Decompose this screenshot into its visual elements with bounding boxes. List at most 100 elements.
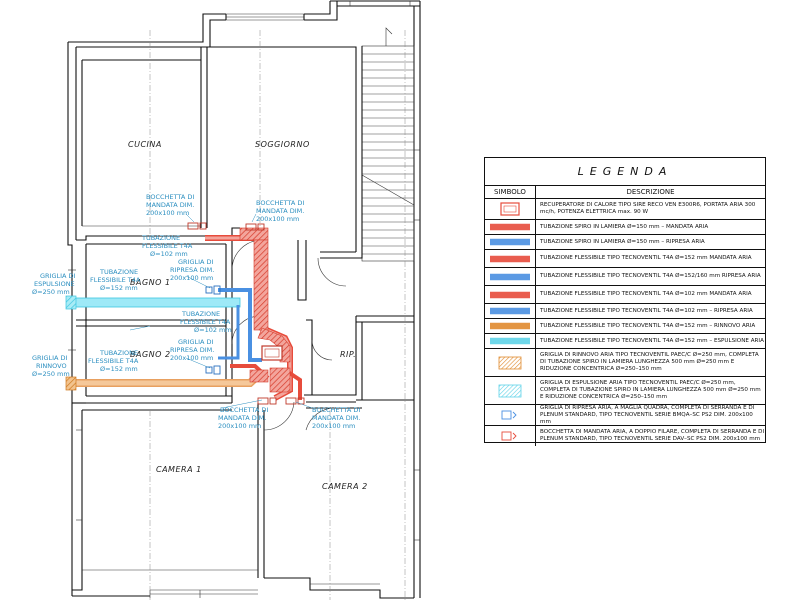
griglia-rinnovo-symbol [65, 376, 77, 391]
svg-text:BOCCHETTA DI: BOCCHETTA DI [312, 406, 360, 414]
legend-col-description: DESCRIZIONE [626, 188, 675, 196]
svg-text:GRIGLIA DI: GRIGLIA DI [178, 338, 214, 346]
legend-description: GRIGLIA DI RINNOVO ARIA TIPO TECNOVENTIL… [540, 352, 759, 372]
legend-description: TUBAZIONE FLESSIBILE TIPO TECNOVENTIL T4… [540, 255, 752, 261]
room-ripostiglio: RIP. [340, 350, 356, 359]
duct-icon [490, 255, 530, 262]
svg-text:Ø=152 mm: Ø=152 mm [100, 365, 138, 373]
legend-row: BOCCHETTA DI MANDATA ARIA, A DOPPIO FILA… [485, 426, 765, 446]
legend-row: GRIGLIA DI RINNOVO ARIA TIPO TECNOVENTIL… [485, 349, 765, 377]
svg-text:200x100 mm: 200x100 mm [312, 422, 355, 430]
legend-row: GRIGLIA DI ESPULSIONE ARIA TIPO TECNOVEN… [485, 377, 765, 405]
legend-col-symbol: SIMBOLO [485, 186, 536, 198]
room-bagno-2: BAGNO 2 [130, 350, 171, 359]
ducts [65, 213, 313, 409]
legend-symbol-cell [485, 426, 536, 446]
legend-header: SIMBOLO DESCRIZIONE [485, 186, 765, 199]
svg-text:MANDATA DIM.: MANDATA DIM. [256, 207, 304, 215]
legend-symbol-cell [485, 250, 536, 267]
duct-espulsione [69, 297, 241, 308]
svg-text:Ø=250 mm: Ø=250 mm [32, 370, 70, 378]
svg-text:200x100 mm: 200x100 mm [218, 422, 261, 430]
legend-symbol-cell [485, 304, 536, 318]
duct-icon [490, 291, 530, 298]
svg-text:TUBAZIONE: TUBAZIONE [141, 234, 180, 242]
duct-icon [490, 322, 530, 330]
legend-symbol-cell [485, 286, 536, 303]
legend-description: TUBAZIONE FLESSIBILE TIPO TECNOVENTIL T4… [540, 337, 764, 344]
svg-text:200x100 mm: 200x100 mm [256, 215, 299, 223]
legend: LEGENDA SIMBOLO DESCRIZIONE RECUPERATORE… [484, 157, 766, 446]
svg-text:ESPULSIONE: ESPULSIONE [34, 280, 75, 288]
svg-text:FLESSIBILE T4A: FLESSIBILE T4A [88, 357, 139, 365]
duct-ripresa [218, 288, 262, 362]
legend-symbol-cell [485, 319, 536, 333]
room-camera-2: CAMERA 2 [322, 482, 368, 491]
stair [361, 27, 415, 262]
svg-text:TUBAZIONE: TUBAZIONE [99, 268, 138, 276]
legend-symbol-cell [485, 405, 536, 425]
svg-text:MANDATA DIM.: MANDATA DIM. [218, 414, 266, 422]
svg-text:TUBAZIONE: TUBAZIONE [99, 349, 138, 357]
legend-row: TUBAZIONE FLESSIBILE TIPO TECNOVENTIL T4… [485, 268, 765, 286]
svg-text:Ø=250 mm: Ø=250 mm [32, 288, 70, 296]
svg-text:Ø=102 mm: Ø=102 mm [194, 326, 232, 334]
room-camera-1: CAMERA 1 [156, 465, 202, 474]
legend-description: TUBAZIONE FLESSIBILE TIPO TECNOVENTIL T4… [540, 291, 752, 297]
svg-text:FLESSIBILE T4A: FLESSIBILE T4A [142, 242, 193, 250]
svg-text:GRIGLIA DI: GRIGLIA DI [32, 354, 68, 362]
legend-symbol-cell [485, 334, 536, 348]
svg-text:FLESSIBILE T4A: FLESSIBILE T4A [90, 276, 141, 284]
recuperatore-icon [500, 202, 520, 216]
legend-description: BOCCHETTA DI MANDATA ARIA, A DOPPIO FILA… [540, 429, 765, 442]
duct-icon [490, 307, 530, 315]
svg-text:FLESSIBILE T4A: FLESSIBILE T4A [180, 318, 231, 326]
griglia-icon [498, 356, 522, 369]
bocchetta-marker [187, 222, 305, 405]
svg-text:BOCCHETTA DI: BOCCHETTA DI [256, 199, 304, 207]
svg-text:GRIGLIA DI: GRIGLIA DI [178, 258, 214, 266]
bocchetta-icon [501, 431, 517, 441]
bocchetta-icon [501, 410, 517, 420]
room-bagno-1: BAGNO 1 [130, 278, 171, 287]
svg-text:RINNOVO: RINNOVO [36, 362, 67, 370]
legend-row: GRIGLIA DI RIPRESA ARIA, A MAGLIA QUADRA… [485, 405, 765, 426]
legend-row: RECUPERATORE DI CALORE TIPO SIRE RECO VE… [485, 199, 765, 220]
legend-symbol-cell [485, 220, 536, 234]
room-soggiorno: SOGGIORNO [255, 140, 310, 149]
legend-description: TUBAZIONE FLESSIBILE TIPO TECNOVENTIL T4… [540, 307, 753, 314]
svg-text:200x100 mm: 200x100 mm [146, 209, 189, 217]
legend-symbol-cell [485, 199, 536, 219]
svg-text:200x100 mm: 200x100 mm [170, 354, 213, 362]
svg-text:TUBAZIONE: TUBAZIONE [181, 310, 220, 318]
recuperatore-unit [261, 345, 283, 361]
griglia-espulsione-symbol [65, 295, 77, 310]
svg-text:BOCCHETTA DI: BOCCHETTA DI [220, 406, 268, 414]
svg-text:200x100 mm: 200x100 mm [170, 274, 213, 282]
walls [67, 0, 421, 600]
legend-symbol-cell [485, 235, 536, 249]
legend-rows: RECUPERATORE DI CALORE TIPO SIRE RECO VE… [485, 199, 765, 446]
legend-description: TUBAZIONE SPIRO IN LAMIERA Ø=150 mm – MA… [540, 223, 709, 230]
svg-text:MANDATA DIM.: MANDATA DIM. [312, 414, 360, 422]
duct-icon [490, 238, 530, 246]
legend-row: TUBAZIONE FLESSIBILE TIPO TECNOVENTIL T4… [485, 319, 765, 334]
griglia-icon [498, 384, 522, 397]
duct-icon [490, 273, 530, 280]
svg-text:BOCCHETTA DI: BOCCHETTA DI [146, 193, 194, 201]
legend-description: GRIGLIA DI ESPULSIONE ARIA TIPO TECNOVEN… [540, 380, 761, 400]
legend-row: TUBAZIONE SPIRO IN LAMIERA Ø=150 mm – MA… [485, 220, 765, 235]
duct-icon [490, 337, 530, 345]
legend-description: GRIGLIA DI RIPRESA ARIA, A MAGLIA QUADRA… [540, 404, 755, 425]
